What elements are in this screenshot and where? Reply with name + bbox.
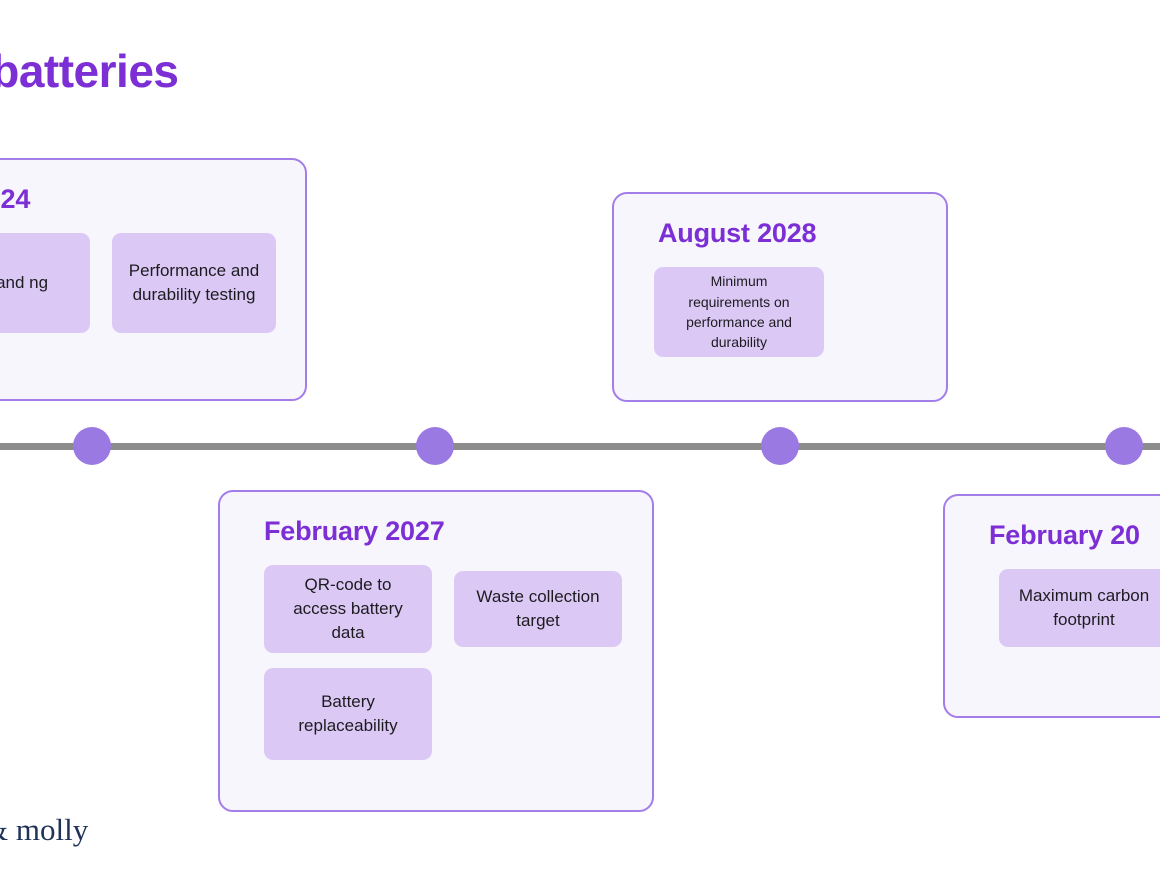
- milestone-chip-row: QR-code to access battery data Waste col…: [264, 565, 644, 760]
- milestone-title: February 20: [989, 520, 1140, 550]
- timeline-dot-2: [416, 427, 454, 465]
- milestone-chip[interactable]: Waste collection target: [454, 571, 622, 647]
- milestone-chip-row: Maximum carbon footprint: [999, 569, 1160, 647]
- page-title: ble batteries: [0, 45, 179, 97]
- milestone-title: August 2028: [658, 218, 817, 248]
- milestone-card-aug-2024[interactable]: st 2024 g and ng Performance and durabil…: [0, 158, 307, 401]
- timeline-dot-4: [1105, 427, 1143, 465]
- timeline-dot-3: [761, 427, 799, 465]
- milestone-card-aug-2028[interactable]: August 2028 Minimum requirements on perf…: [612, 192, 948, 402]
- milestone-chip[interactable]: Battery replaceability: [264, 668, 432, 760]
- timeline-dot-1: [73, 427, 111, 465]
- milestone-chip[interactable]: Performance and durability testing: [112, 233, 276, 333]
- watermark-logo: & molly: [0, 812, 89, 847]
- milestone-chip[interactable]: g and ng: [0, 233, 90, 333]
- milestone-chip-row: Minimum requirements on performance and …: [654, 267, 926, 357]
- milestone-chip[interactable]: Maximum carbon footprint: [999, 569, 1160, 647]
- timeline-axis: [0, 443, 1160, 450]
- milestone-card-feb-2030[interactable]: February 20 Maximum carbon footprint: [943, 494, 1160, 718]
- milestone-chip[interactable]: QR-code to access battery data: [264, 565, 432, 653]
- milestone-chip[interactable]: Minimum requirements on performance and …: [654, 267, 824, 357]
- milestone-card-feb-2027[interactable]: February 2027 QR-code to access battery …: [218, 490, 654, 812]
- milestone-title: February 2027: [264, 516, 445, 546]
- milestone-title: st 2024: [0, 184, 31, 214]
- milestone-chip-row: g and ng Performance and durability test…: [0, 233, 285, 333]
